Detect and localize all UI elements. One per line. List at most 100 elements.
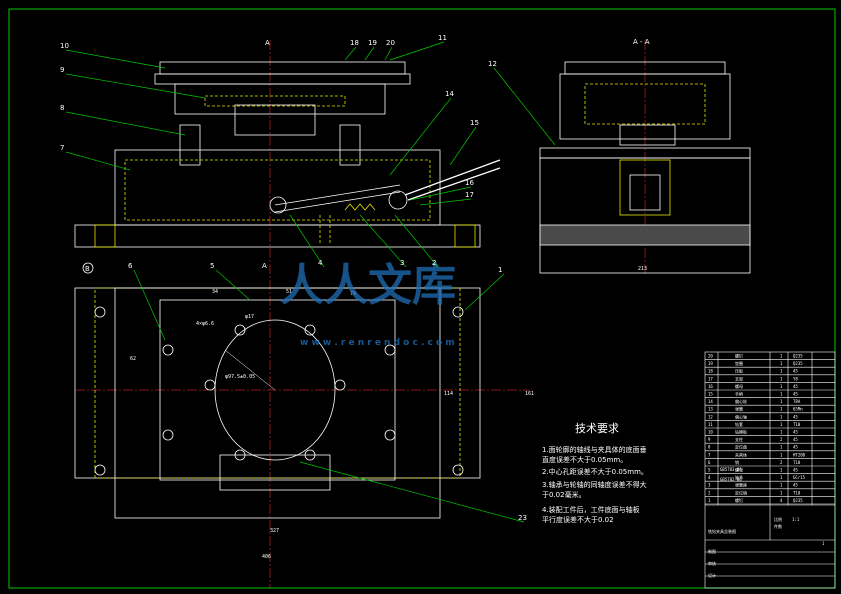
bom-cell-no: 1 (708, 498, 711, 503)
requirement-line: 平行度误差不大于0.02 (542, 515, 614, 524)
bom-cell-name: 支架 (735, 375, 743, 381)
bom-cell-mat: GCr15 (793, 475, 806, 480)
requirement-line: 2.中心孔距误差不大于0.05mm。 (542, 467, 648, 476)
bom-cell-mat: T10 (793, 490, 801, 495)
bom-cell-mat: 45 (793, 384, 798, 389)
view-label-a-bottom: A (262, 262, 267, 270)
balloon-number: 4 (318, 259, 323, 267)
bom-cell-no: 17 (708, 376, 713, 381)
bolt-hole (452, 306, 464, 318)
top-view (74, 287, 530, 519)
part-balloon: 5 (210, 262, 251, 301)
bom-cell-no: 12 (708, 414, 713, 419)
bolt-hole (94, 306, 106, 318)
bom-cell-qty: 1 (780, 384, 783, 389)
top-view-holes (94, 306, 464, 476)
dim-left-62: 62 (130, 356, 136, 362)
part-balloon: 6 (128, 262, 166, 341)
dim-34: 34 (212, 289, 218, 295)
part-balloon: 8 (60, 104, 186, 136)
front-section-view (74, 40, 501, 588)
bom-cell-mat: 45 (793, 445, 798, 450)
bom-cell-mat: 45 (793, 437, 798, 442)
drawing-border (8, 8, 836, 589)
bom-cell-no: 13 (708, 407, 713, 412)
bolt-hole (384, 344, 396, 356)
bom-cell-mat: Y8 (793, 376, 798, 381)
bolt-hole (204, 379, 216, 391)
bom-cell-no: 6 (708, 460, 711, 465)
std-ref-a: GB5783-86 (720, 467, 742, 472)
bom-cell-qty: 1 (780, 490, 783, 495)
bom-cell-name: 定位销 (735, 489, 747, 495)
bolt-hole (162, 344, 174, 356)
bom-cell-name: 弹簧座 (735, 482, 747, 488)
bom-cell-qty: 1 (780, 354, 783, 359)
requirement-line: 1.面轮廓的轴线与夹具体的底面垂 (542, 445, 647, 454)
bom-cell-qty: 1 (780, 430, 783, 435)
bom-cell-name: 钻模板 (735, 429, 747, 435)
balloon-number: 14 (445, 90, 454, 98)
dim-center: 114 (444, 391, 453, 397)
dim-side-width: 213 (638, 266, 647, 272)
title-block-name: 铣钻夹具总装图 (708, 528, 736, 534)
bom-cell-no: 19 (708, 361, 713, 366)
requirements-title: 技术要求 (575, 422, 619, 435)
bolt-hole (334, 379, 346, 391)
bolt-hole (162, 429, 174, 441)
title-block-draw: 制图 (708, 548, 716, 554)
bom-cell-qty: 1 (780, 399, 783, 404)
bom-cell-mat: 45 (793, 414, 798, 419)
bom-cell-qty: 1 (780, 369, 783, 374)
bom-cell-qty: 2 (780, 460, 783, 465)
balloon-number: 9 (60, 66, 64, 74)
bom-cell-no: 18 (708, 369, 713, 374)
part-balloon: 14 (389, 90, 454, 176)
side-view-title: A - A (633, 38, 650, 46)
bom-cell-no: 2 (708, 490, 711, 495)
watermark-text: 人人文库 (280, 260, 456, 311)
balloon-number: 10 (60, 42, 69, 50)
part-balloon: 4 (289, 214, 325, 268)
part-balloon: 11 (389, 34, 447, 61)
bom-cell-name: 垫圈 (735, 360, 743, 366)
bom-cell-qty: 2 (780, 437, 783, 442)
bom-cell-mat: T10 (793, 422, 801, 427)
balloon-number: 17 (465, 191, 474, 199)
dim-top-inner: 327 (270, 528, 279, 534)
dim-74: 74 (350, 291, 356, 297)
bom-cell-qty: 1 (780, 376, 783, 381)
part-balloon: 12 (488, 60, 556, 146)
requirement-line: 4.装配工件后，工件底面与轴板 (542, 505, 640, 514)
dim-height-right: 161 (525, 391, 534, 397)
balloon-number: 18 (350, 39, 359, 47)
bom-cell-qty: 1 (780, 475, 783, 480)
bolt-hole (304, 324, 316, 336)
bom-cell-no: 16 (708, 384, 713, 389)
part-balloon: 20 (384, 39, 395, 61)
bom-cell-mat: Q235 (793, 498, 803, 503)
note-pcd: φ97.5±0.05 (225, 374, 255, 380)
requirement-line: 直度误差不大于0.05mm。 (542, 455, 627, 464)
title-block-check: 审核 (708, 560, 716, 566)
std-ref-b: GB5782-86 (720, 477, 742, 482)
bom-cell-mat: Q235 (793, 354, 803, 359)
requirement-line: 于0.02毫米。 (542, 490, 586, 499)
bom-cell-mat: 45 (793, 468, 798, 473)
part-balloon: 9 (60, 66, 206, 99)
requirement-line: 3.轴承与轮轴的同轴度误差不得大 (542, 480, 647, 489)
bom-cell-qty: 1 (780, 468, 783, 473)
bom-cell-name: 支柱 (735, 436, 743, 442)
bom-cell-name: 手柄 (735, 391, 743, 397)
balloon-number: 16 (465, 179, 474, 187)
bom-cell-no: 15 (708, 392, 713, 397)
part-balloon: 2 (394, 214, 439, 268)
title-block-design: 设计 (708, 572, 716, 578)
bom-cell-no: 11 (708, 422, 713, 427)
note-hole: 4×φ6.6 (196, 321, 214, 327)
part-balloon: 10 (60, 42, 166, 69)
bom-cell-name: 弹簧 (735, 406, 743, 412)
bom-cell-mat: 45 (793, 369, 798, 374)
part-balloon: 3 (359, 214, 407, 268)
